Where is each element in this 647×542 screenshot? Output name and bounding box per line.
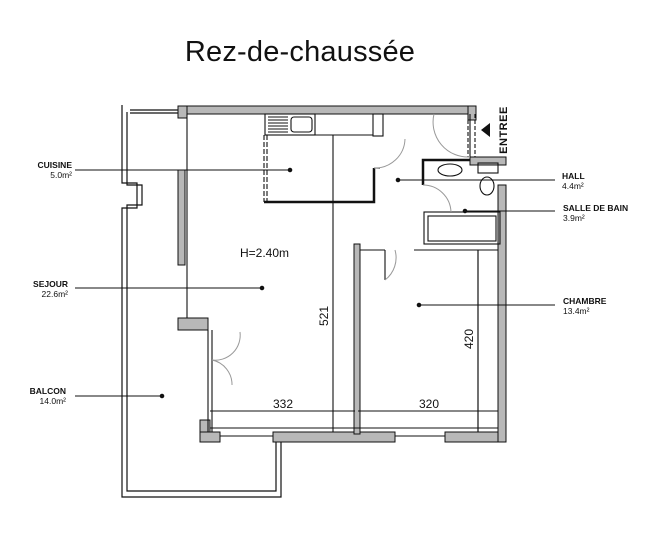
- room-label-sejour: SEJOUR 22.6m²: [20, 279, 68, 299]
- room-area: 22.6m²: [41, 289, 68, 299]
- interior-walls: [186, 113, 501, 437]
- dimension-chambre-width: 320: [419, 397, 440, 411]
- entrance-arrow-icon: [481, 123, 490, 137]
- leader-lines: [75, 167, 555, 399]
- exterior-walls: [177, 105, 507, 443]
- room-area: 4.4m²: [562, 181, 584, 191]
- room-name: SALLE DE BAIN: [563, 203, 629, 213]
- room-name: HALL: [562, 171, 585, 181]
- dimension-chambre-depth: 420: [462, 328, 477, 350]
- room-name: SEJOUR: [33, 279, 68, 289]
- room-area: 3.9m²: [563, 213, 585, 223]
- room-label-hall: HALL 4.4m²: [562, 171, 585, 191]
- room-area: 5.0m²: [50, 170, 72, 180]
- room-label-cuisine: CUISINE 5.0m²: [20, 160, 72, 180]
- room-label-chambre: CHAMBRE 13.4m²: [563, 296, 606, 316]
- ceiling-height-label: H=2.40m: [240, 246, 290, 260]
- door-arcs: [211, 113, 471, 386]
- page-title: Rez-de-chaussée: [184, 36, 416, 68]
- entrance-label: ENTREE: [497, 106, 510, 154]
- room-name: BALCON: [29, 386, 66, 396]
- room-name: CHAMBRE: [563, 296, 607, 306]
- dimension-sejour-depth: 521: [317, 305, 332, 327]
- dimension-sejour-width: 332: [273, 397, 294, 411]
- room-area: 14.0m²: [39, 396, 66, 406]
- room-area: 13.4m²: [563, 306, 590, 316]
- balcony-outline: [121, 105, 282, 498]
- room-label-salle-de-bain: SALLE DE BAIN 3.9m²: [563, 203, 628, 223]
- room-label-balcon: BALCON 14.0m²: [20, 386, 66, 406]
- room-name: CUISINE: [37, 160, 72, 170]
